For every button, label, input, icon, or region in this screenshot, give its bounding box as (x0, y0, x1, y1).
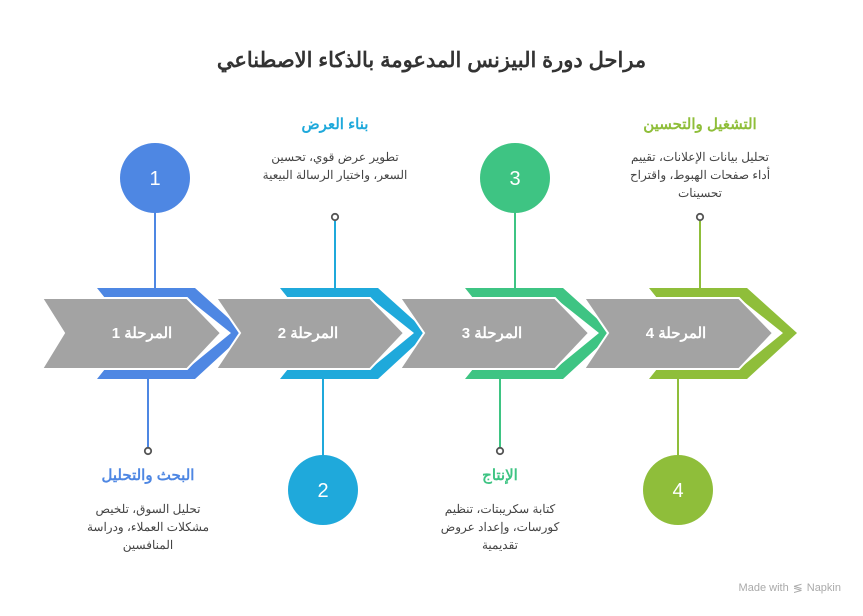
stage-2-number-circle (288, 455, 358, 525)
stage-2-description: تطوير عرض قوي، تحسين السعر، واختيار الرس… (262, 150, 408, 182)
napkin-logo-icon: ≶ (792, 581, 803, 595)
stage-4-arrow-label: المرحلة 4 (646, 325, 706, 342)
footer-branding[interactable]: Made with ≶ Napkin (739, 581, 841, 595)
stage-1-chevron-band (97, 288, 245, 379)
diagram-title: مراحل دورة البيزنس المدعومة بالذكاء الاص… (216, 49, 647, 72)
stage-2-chevron-band (280, 288, 428, 379)
stage-4-chevron-band (649, 288, 797, 379)
stage-3-pin-dot (495, 446, 505, 456)
stage-3-description: كتابة سكريبتات، تنظيم كورسات، وإعداد عرو… (440, 502, 560, 552)
stage-1-arrow-label: المرحلة 1 (112, 325, 172, 342)
stage-2-arrow-label: المرحلة 2 (278, 325, 338, 342)
stage-2-number: 2 (317, 480, 328, 502)
stage-3-arrow-label: المرحلة 3 (462, 325, 522, 342)
stage-4-pin-dot (695, 212, 705, 222)
stage-4-arrow (582, 297, 775, 370)
stage-3-number: 3 (509, 168, 520, 190)
stage-3-arrow (398, 297, 591, 370)
stage-4-description: تحليل بيانات الإعلانات، تقييم أداء صفحات… (629, 150, 771, 200)
stage-1-pin-dot (143, 446, 153, 456)
stage-1-arrow (40, 297, 223, 370)
stage-3-chevron-band (465, 288, 613, 379)
stage-1-number-circle (120, 143, 190, 213)
stage-4-number: 4 (672, 480, 683, 502)
stage-4-number-circle (643, 455, 713, 525)
stage-1-number: 1 (149, 168, 160, 190)
stage-3-heading: الإنتاج (482, 467, 518, 484)
stage-2-pin-dot (330, 212, 340, 222)
stage-1-heading: البحث والتحليل (101, 467, 195, 484)
stage-3-number-circle (480, 143, 550, 213)
stage-2-arrow (214, 297, 406, 370)
stage-1-description: تحليل السوق، تلخيص مشكلات العملاء، ودراس… (86, 502, 210, 552)
made-with-label: Made with (738, 582, 789, 594)
stage-2-heading: بناء العرض (301, 116, 369, 133)
brand-name: Napkin (806, 582, 841, 594)
stage-4-heading: التشغيل والتحسين (643, 116, 757, 133)
